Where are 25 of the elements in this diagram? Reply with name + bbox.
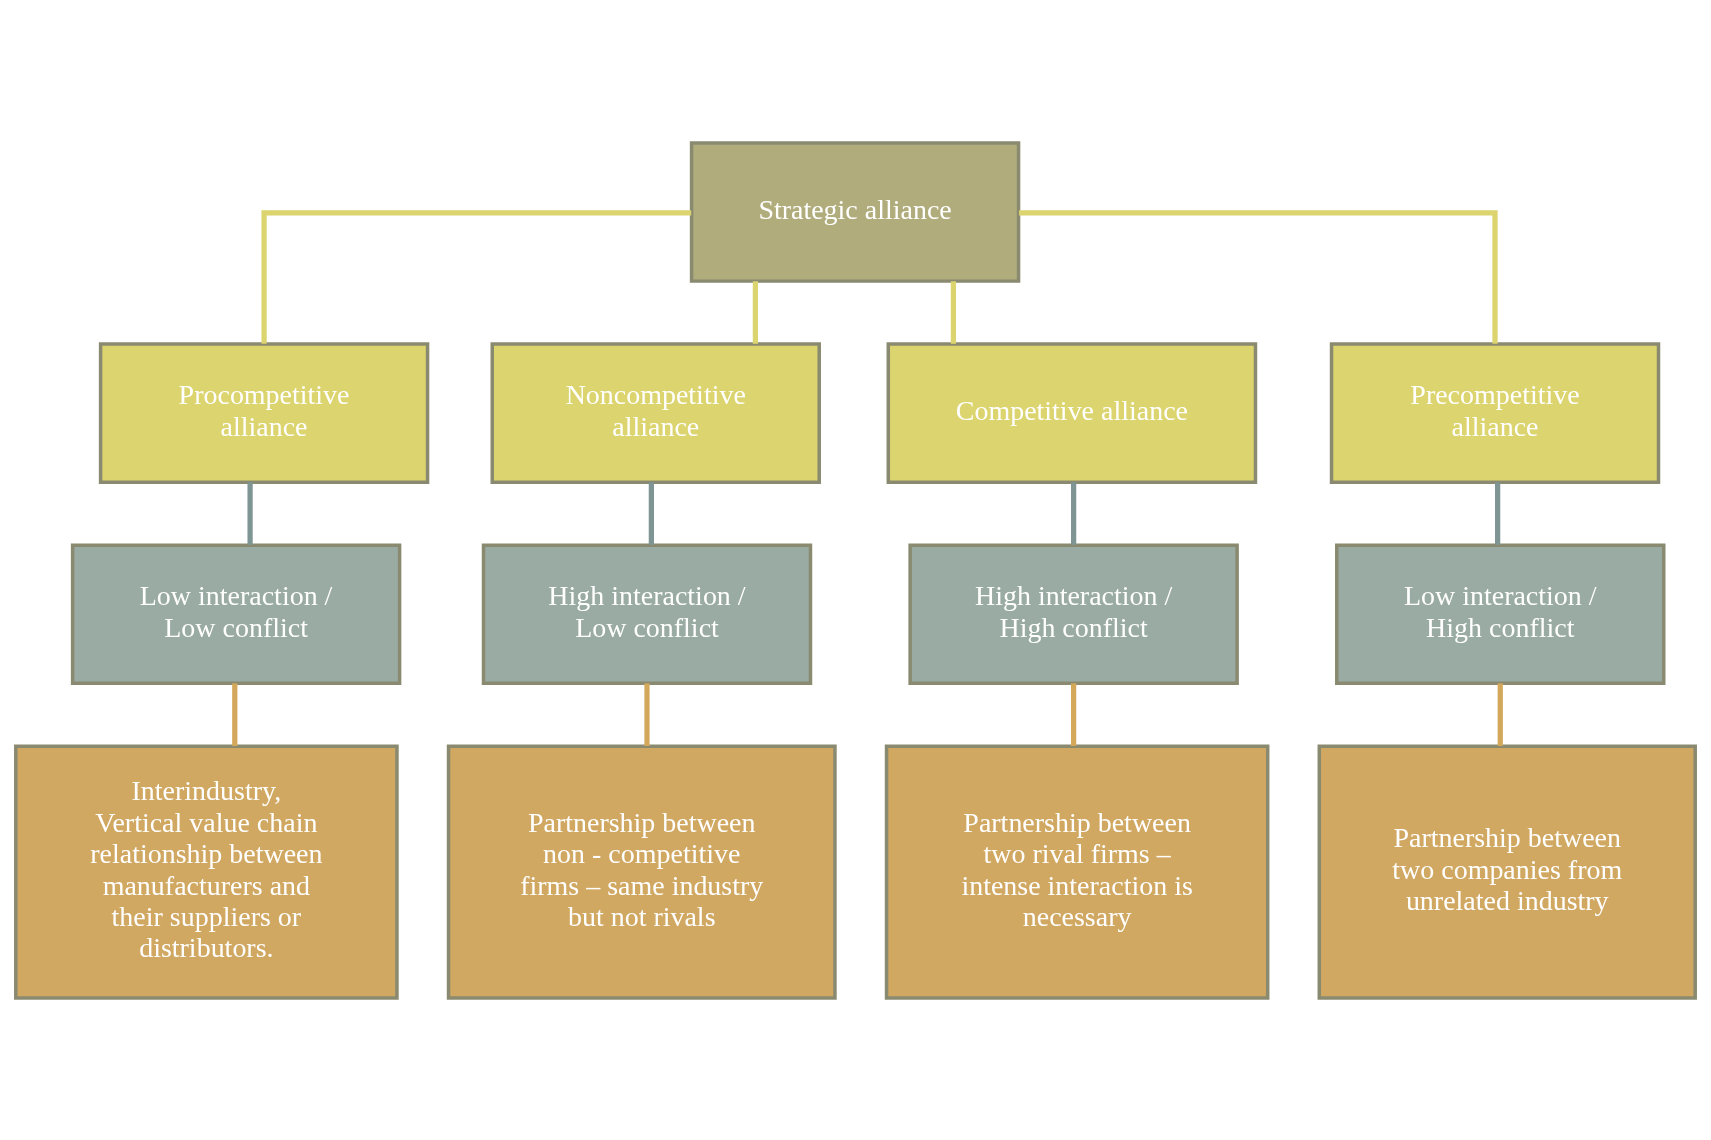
node-box: Interindustry, Vertical value chain relationship between manufacturers and their suppliers or distributors. [14, 743, 399, 1000]
connector [232, 682, 238, 746]
node-box: Precompetitive alliance [1329, 341, 1661, 484]
connector [1071, 481, 1077, 545]
connector [1019, 209, 1498, 344]
node-box: High interaction / High conflict [908, 542, 1239, 685]
connector [1497, 682, 1503, 746]
connector [752, 280, 759, 344]
node-box: Low interaction / High conflict [1335, 542, 1666, 685]
node-box: Low interaction / Low conflict [70, 542, 402, 685]
node-box: High interaction / Low conflict [481, 542, 813, 685]
node-box: Partnership between two companies from unrelated industry [1317, 743, 1697, 1000]
node-box: Procompetitive alliance [98, 341, 430, 484]
connector [261, 209, 692, 344]
connector [950, 280, 957, 344]
node-box: Strategic alliance [689, 140, 1021, 283]
node-box: Partnership between non - competitive firms – same industry but not rivals [446, 743, 837, 1000]
connector [1495, 481, 1501, 545]
connector [648, 481, 654, 545]
connector [1071, 682, 1077, 746]
node-box: Noncompetitive alliance [490, 341, 821, 484]
node-box: Partnership between two rival firms – intense interaction is necessary [884, 743, 1270, 1000]
connector [644, 682, 650, 746]
node-box: Competitive alliance [886, 341, 1258, 484]
connector [247, 481, 253, 545]
